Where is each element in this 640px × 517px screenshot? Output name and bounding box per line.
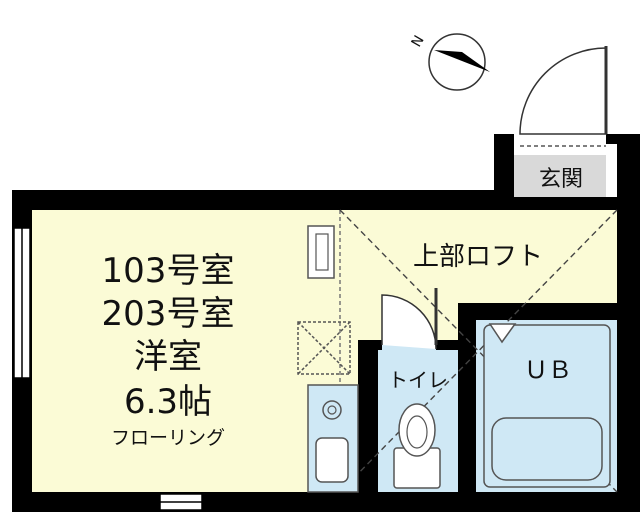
room-label-103: 103号室 [102, 251, 235, 291]
entrance-label: 玄関 [539, 167, 583, 192]
bottom-window [159, 493, 203, 511]
entrance-door-icon [519, 46, 608, 147]
toilet-label: トイレ [388, 368, 448, 392]
bathtub-icon [483, 323, 611, 488]
washer-space-icon [307, 225, 335, 279]
loft-outline [339, 209, 618, 493]
bath-label: ＵＢ [524, 356, 572, 384]
sink-icon [315, 437, 349, 483]
fridge-space-icon [297, 321, 351, 375]
room-label-203: 203号室 [102, 294, 235, 334]
room-type-label: 洋室 [134, 337, 202, 377]
entrance-floor [514, 155, 606, 197]
compass-label: N [409, 33, 428, 50]
toilet-fixture-icon [393, 403, 441, 489]
loft-area-floor [340, 210, 617, 310]
compass-icon: N [409, 33, 490, 91]
loft-label: 上部ロフト [413, 242, 543, 272]
room-size-label: 6.3帖 [124, 382, 212, 422]
stove-burner-icon [322, 400, 342, 420]
toilet-door-icon [381, 288, 438, 350]
floor-type-label: フローリング [111, 427, 225, 449]
left-window [13, 227, 31, 379]
interior-walls [358, 303, 617, 492]
kitchen-counter [307, 384, 359, 493]
